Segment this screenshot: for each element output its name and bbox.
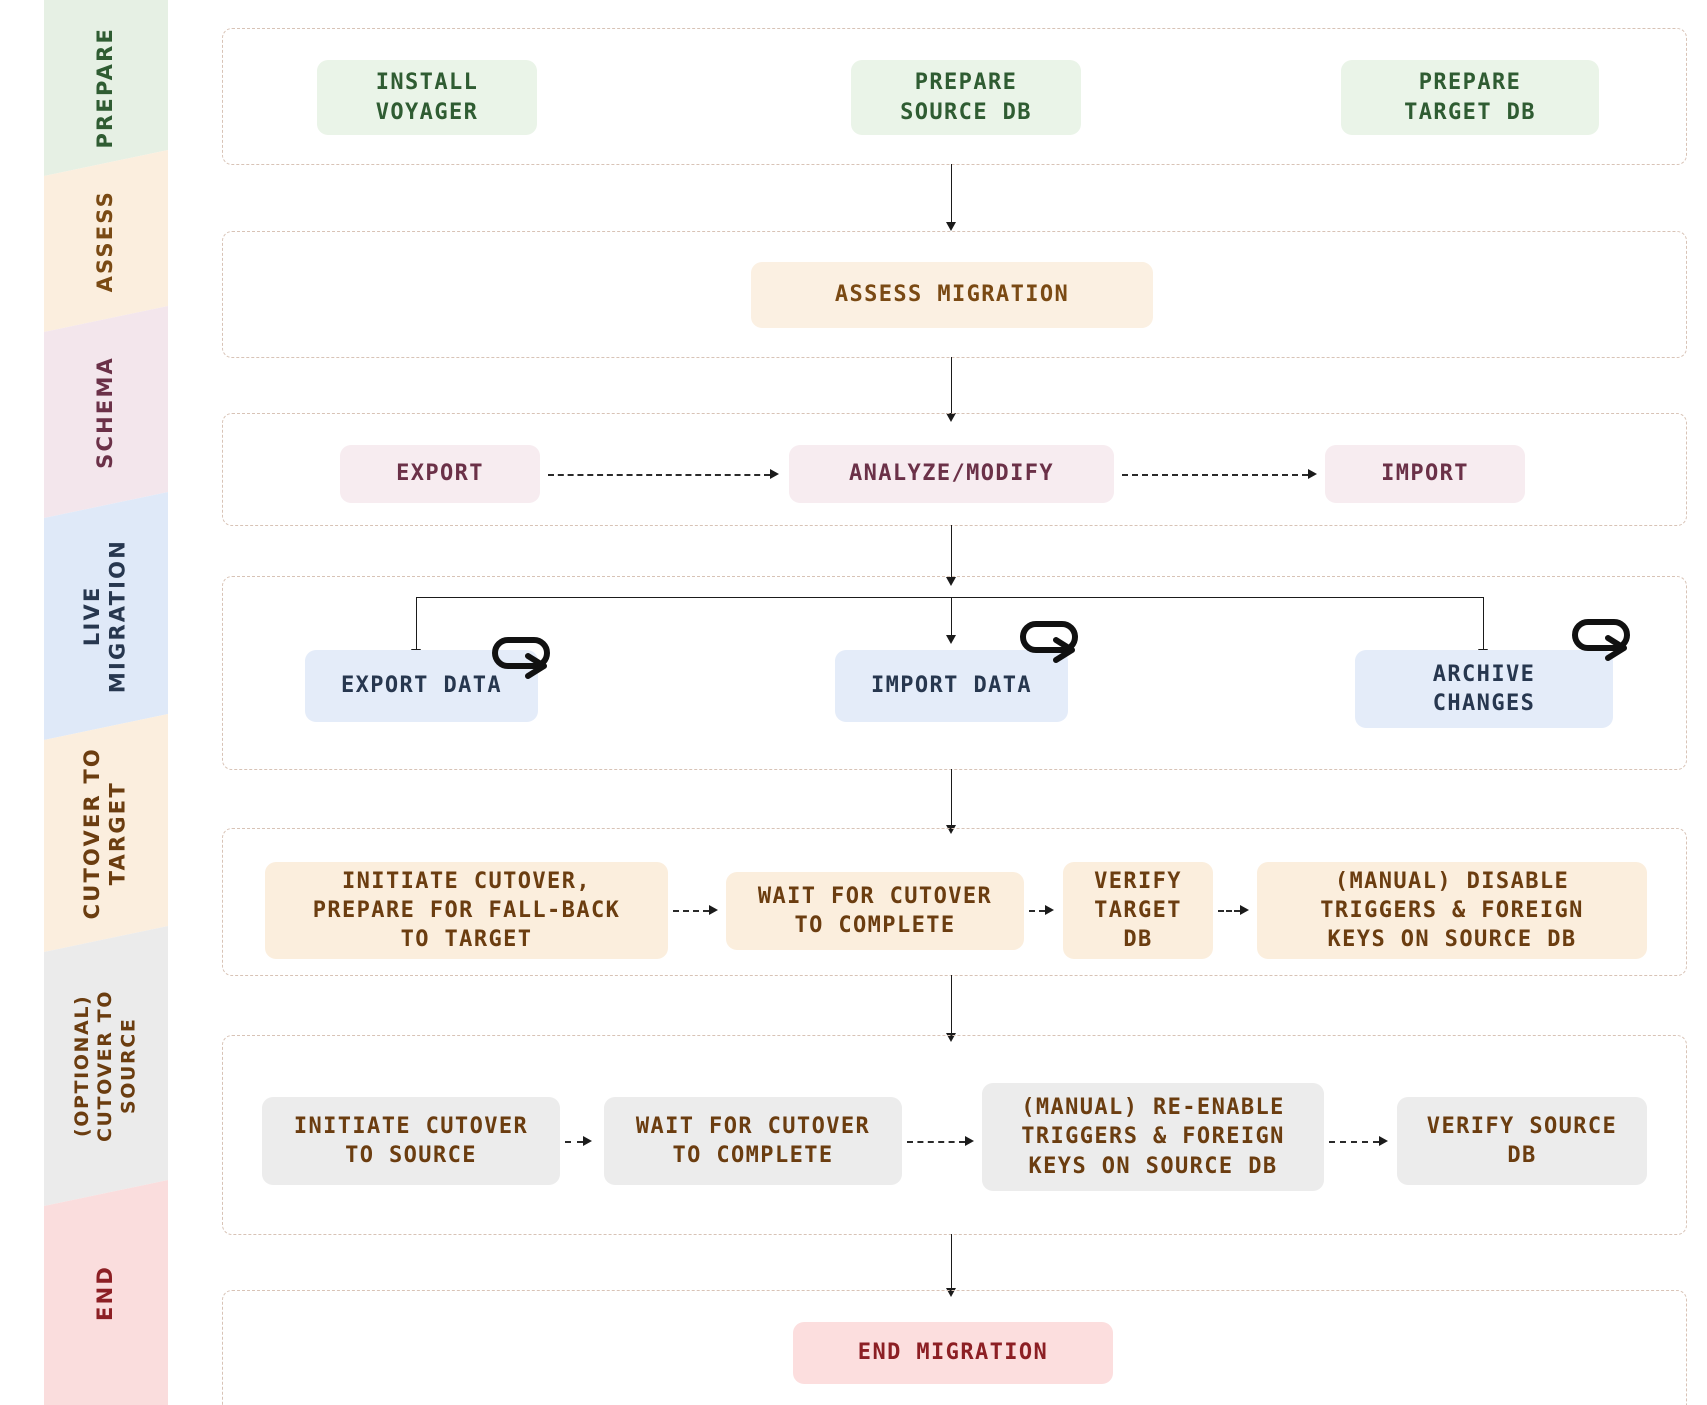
connector-arrowhead bbox=[946, 1288, 956, 1297]
node-label: (MANUAL) RE-ENABLE TRIGGERS & FOREIGN KE… bbox=[1021, 1095, 1285, 1179]
connector-manual-reenable-to-verify-source bbox=[1329, 1141, 1379, 1143]
stage-rail: PREPARE ASSESS SCHEMA LIVE MIGRATION CUT… bbox=[44, 0, 168, 1405]
node-label: END MIGRATION bbox=[857, 1340, 1049, 1366]
connector-arrowhead bbox=[770, 469, 779, 479]
node-label: ASSESS MIGRATION bbox=[834, 282, 1070, 308]
connector-analyze-to-import bbox=[1122, 474, 1308, 476]
connector-arrowhead bbox=[946, 413, 956, 422]
connector-initiate-to-wait-target bbox=[673, 910, 709, 912]
stage-row-schema bbox=[222, 413, 1687, 526]
node-label: ANALYZE/MODIFY bbox=[848, 461, 1055, 487]
stage-row-prepare bbox=[222, 28, 1687, 165]
stage-band-label-optional-cutover-source: (OPTIONAL) CUTOVER TO SOURCE bbox=[71, 989, 140, 1142]
connector-cutover-to-optional bbox=[951, 975, 952, 1037]
stage-band-assess: ASSESS bbox=[44, 150, 168, 332]
stage-band-label-assess: ASSESS bbox=[93, 189, 118, 293]
connector-arrowhead bbox=[1308, 469, 1317, 479]
connector-arrowhead bbox=[946, 1033, 956, 1042]
node-label: INITIATE CUTOVER, PREPARE FOR FALL-BACK … bbox=[312, 868, 621, 953]
connector-arrowhead bbox=[946, 825, 956, 834]
node-schema-import[interactable]: IMPORT bbox=[1325, 445, 1525, 503]
connector-arrowhead bbox=[709, 905, 718, 915]
connector-live-branch-export bbox=[416, 597, 417, 653]
connector-arrowhead bbox=[946, 222, 956, 231]
connector-wait-to-verify-target bbox=[1029, 910, 1045, 912]
node-label: PREPARE SOURCE DB bbox=[900, 70, 1032, 125]
node-label: EXPORT DATA bbox=[340, 673, 503, 699]
node-label: VERIFY TARGET DB bbox=[1094, 868, 1182, 953]
connector-arrowhead bbox=[1045, 905, 1054, 915]
node-label: (MANUAL) DISABLE TRIGGERS & FOREIGN KEYS… bbox=[1320, 868, 1584, 953]
node-schema-export[interactable]: EXPORT bbox=[340, 445, 540, 503]
node-label: VERIFY SOURCE DB bbox=[1426, 1113, 1618, 1168]
node-label: INSTALL VOYAGER bbox=[375, 70, 479, 125]
node-import-data[interactable]: IMPORT DATA bbox=[835, 650, 1068, 722]
node-label: WAIT FOR CUTOVER TO COMPLETE bbox=[757, 883, 993, 938]
connector-live-to-cutover bbox=[951, 769, 952, 829]
connector-initiate-to-wait-source bbox=[565, 1141, 583, 1143]
connector-wait-to-manual-reenable bbox=[907, 1141, 965, 1143]
stage-band-live-migration: LIVE MIGRATION bbox=[44, 492, 168, 740]
stage-row-end bbox=[222, 1290, 1687, 1405]
connector-live-fanout-bus bbox=[416, 597, 1483, 598]
node-label: INITIATE CUTOVER TO SOURCE bbox=[293, 1113, 529, 1168]
connector-optional-to-end bbox=[951, 1234, 952, 1292]
node-prepare-source-db[interactable]: PREPARE SOURCE DB bbox=[851, 60, 1081, 135]
stage-band-label-live-migration: LIVE MIGRATION bbox=[80, 538, 130, 694]
node-manual-disable-triggers[interactable]: (MANUAL) DISABLE TRIGGERS & FOREIGN KEYS… bbox=[1257, 862, 1647, 959]
stage-band-label-end: END bbox=[93, 1264, 118, 1321]
connector-arrowhead bbox=[1240, 905, 1249, 915]
node-verify-source-db[interactable]: VERIFY SOURCE DB bbox=[1397, 1097, 1647, 1185]
repeat-loop-icon bbox=[1018, 612, 1086, 664]
node-manual-reenable-triggers[interactable]: (MANUAL) RE-ENABLE TRIGGERS & FOREIGN KE… bbox=[982, 1083, 1324, 1191]
node-archive-changes[interactable]: ARCHIVE CHANGES bbox=[1355, 650, 1613, 728]
node-schema-analyze-modify[interactable]: ANALYZE/MODIFY bbox=[789, 445, 1114, 503]
node-wait-for-cutover-source[interactable]: WAIT FOR CUTOVER TO COMPLETE bbox=[604, 1097, 902, 1185]
connector-arrowhead bbox=[965, 1136, 974, 1146]
stage-band-optional-cutover-source: (OPTIONAL) CUTOVER TO SOURCE bbox=[44, 926, 168, 1206]
node-label: IMPORT DATA bbox=[870, 673, 1033, 699]
stage-band-label-schema: SCHEMA bbox=[93, 355, 118, 469]
node-install-voyager[interactable]: INSTALL VOYAGER bbox=[317, 60, 537, 135]
stage-row-optional-cutover-source bbox=[222, 1035, 1687, 1235]
repeat-loop-icon bbox=[490, 628, 558, 680]
stage-band-cutover-target: CUTOVER TO TARGET bbox=[44, 714, 168, 952]
connector-verify-to-manual-disable bbox=[1218, 910, 1240, 912]
connector-arrowhead bbox=[946, 635, 956, 644]
repeat-loop-icon bbox=[1570, 610, 1638, 662]
node-initiate-cutover-target[interactable]: INITIATE CUTOVER, PREPARE FOR FALL-BACK … bbox=[265, 862, 668, 959]
stage-band-schema: SCHEMA bbox=[44, 306, 168, 518]
node-label: IMPORT bbox=[1381, 461, 1469, 487]
stage-band-label-cutover-target: CUTOVER TO TARGET bbox=[80, 746, 130, 920]
node-initiate-cutover-source[interactable]: INITIATE CUTOVER TO SOURCE bbox=[262, 1097, 560, 1185]
connector-live-branch-import bbox=[951, 597, 952, 639]
connector-prepare-to-assess bbox=[951, 164, 952, 226]
connector-schema-to-live bbox=[951, 525, 952, 581]
connector-arrowhead bbox=[583, 1136, 592, 1146]
node-label: PREPARE TARGET DB bbox=[1404, 70, 1536, 125]
node-end-migration[interactable]: END MIGRATION bbox=[793, 1322, 1113, 1384]
connector-export-to-analyze bbox=[548, 474, 770, 476]
stage-row-live-migration bbox=[222, 576, 1687, 770]
stage-band-end: END bbox=[44, 1180, 168, 1405]
connector-arrowhead bbox=[946, 577, 956, 586]
stage-row-cutover-target bbox=[222, 828, 1687, 976]
connector-arrowhead bbox=[1379, 1136, 1388, 1146]
stage-band-prepare: PREPARE bbox=[44, 0, 168, 176]
node-label: ARCHIVE CHANGES bbox=[1432, 661, 1536, 716]
node-prepare-target-db[interactable]: PREPARE TARGET DB bbox=[1341, 60, 1599, 135]
node-label: WAIT FOR CUTOVER TO COMPLETE bbox=[635, 1113, 871, 1168]
stage-row-assess bbox=[222, 231, 1687, 358]
connector-assess-to-schema bbox=[951, 357, 952, 417]
stage-band-label-prepare: PREPARE bbox=[93, 27, 118, 149]
node-assess-migration[interactable]: ASSESS MIGRATION bbox=[751, 262, 1153, 328]
node-wait-for-cutover-target[interactable]: WAIT FOR CUTOVER TO COMPLETE bbox=[726, 872, 1024, 950]
node-label: EXPORT bbox=[396, 461, 484, 487]
node-verify-target-db[interactable]: VERIFY TARGET DB bbox=[1063, 862, 1213, 959]
connector-live-branch-archive bbox=[1483, 597, 1484, 653]
